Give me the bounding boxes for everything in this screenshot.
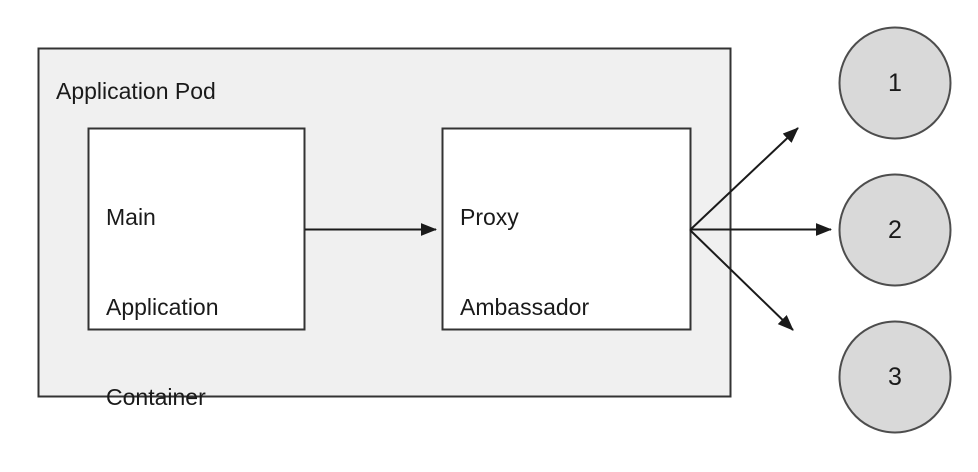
external-service-label-2: 2 (888, 216, 902, 244)
connector-proxy-to-service-3 (689, 229, 794, 331)
main-application-container-label: Main Application Container (106, 142, 219, 472)
proxy-ambassador-label-line-1: Proxy (460, 204, 519, 230)
external-service-circle-3[interactable] (838, 320, 952, 434)
main-application-container-label-line-1: Main (106, 204, 156, 230)
diagram-canvas: Application Pod Main Application Contain… (37, 26, 952, 434)
application-pod-label: Application Pod (56, 78, 216, 104)
main-application-container-label-line-3: Container (106, 384, 206, 410)
main-application-container-label-line-2: Application (106, 294, 219, 320)
connector-proxy-to-service-1 (689, 127, 799, 231)
proxy-ambassador-label: Proxy Ambassador (460, 142, 589, 382)
diagram-vector-layer (37, 26, 952, 434)
external-service-label-3: 3 (888, 363, 902, 391)
proxy-ambassador-rect (441, 127, 692, 331)
external-service-circle-1[interactable] (838, 26, 952, 140)
external-service-circle-2[interactable] (838, 173, 952, 287)
external-service-label-1: 1 (888, 69, 902, 97)
proxy-ambassador-label-line-2: Ambassador (460, 294, 590, 320)
main-application-container-rect (87, 127, 306, 331)
